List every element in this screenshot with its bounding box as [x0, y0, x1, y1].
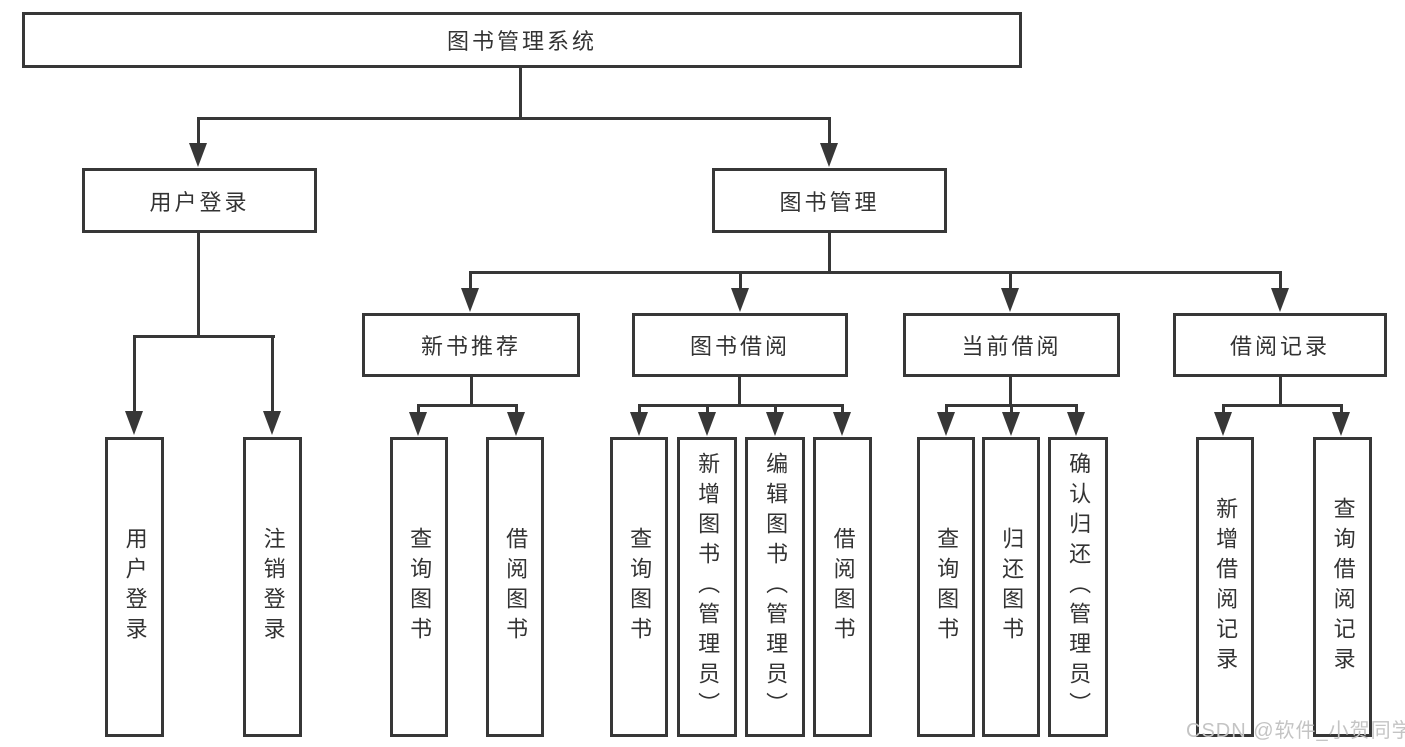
node-book-management-label: 图书管理: [779, 189, 880, 215]
node-label: 确认归还（管理员）: [1066, 452, 1092, 722]
connector-line: [133, 335, 275, 338]
node-current-borrowing: 当前借阅: [903, 313, 1120, 377]
node-query-books-current: 查询图书: [917, 437, 975, 737]
node-query-books-borrowing: 查询图书: [610, 437, 668, 737]
node-logout-login: 注销登录: [243, 437, 302, 737]
connector-line: [197, 117, 200, 145]
connector-line: [1222, 404, 1343, 407]
node-book-borrowing-label: 图书借阅: [689, 334, 790, 359]
connector-line: [739, 271, 742, 291]
node-label: 借阅图书: [830, 527, 856, 647]
node-add-borrow-record: 新增借阅记录: [1196, 437, 1254, 737]
arrow-down-icon: [937, 412, 955, 436]
connector-line: [197, 117, 831, 120]
connector-line: [1075, 404, 1078, 414]
node-query-books-recommend: 查询图书: [390, 437, 448, 737]
node-user-login-label: 用户登录: [149, 189, 250, 215]
connector-line: [638, 404, 641, 414]
connector-line: [470, 377, 473, 407]
arrow-down-icon: [766, 412, 784, 436]
node-edit-book-admin: 编辑图书（管理员）: [745, 437, 805, 737]
node-label: 编辑图书（管理员）: [763, 452, 789, 722]
arrow-down-icon: [1002, 412, 1020, 436]
connector-line: [638, 404, 843, 407]
arrow-down-icon: [833, 412, 851, 436]
node-borrow-books-borrowing: 借阅图书: [813, 437, 872, 737]
connector-line: [1279, 377, 1282, 407]
connector-line: [197, 233, 200, 337]
connector-line: [519, 68, 522, 118]
arrow-down-icon: [1332, 412, 1350, 436]
node-book-management: 图书管理: [712, 168, 947, 233]
arrow-down-icon: [1001, 288, 1019, 312]
node-confirm-return-admin: 确认归还（管理员）: [1048, 437, 1108, 737]
connector-line: [417, 404, 420, 414]
arrow-down-icon: [1067, 412, 1085, 436]
connector-line: [469, 271, 472, 291]
connector-line: [469, 271, 1282, 274]
node-label: 查询图书: [407, 527, 433, 647]
connector-line: [774, 404, 777, 414]
connector-line: [706, 404, 709, 414]
arrow-down-icon: [507, 412, 525, 436]
arrow-down-icon: [820, 143, 838, 167]
node-label: 用户登录: [122, 527, 148, 647]
connector-line: [945, 404, 948, 414]
connector-line: [417, 404, 518, 407]
node-library-system: 图书管理系统: [22, 12, 1022, 68]
node-query-borrow-record: 查询借阅记录: [1313, 437, 1372, 737]
connector-line: [1010, 404, 1013, 414]
node-label: 归还图书: [999, 527, 1025, 647]
connector-line: [1340, 404, 1343, 414]
node-label: 新增借阅记录: [1213, 497, 1239, 677]
connector-line: [828, 117, 831, 145]
node-user-login: 用户登录: [82, 168, 317, 233]
node-borrow-books-recommend: 借阅图书: [486, 437, 544, 737]
node-user-login-leaf: 用户登录: [105, 437, 164, 737]
node-label: 注销登录: [260, 527, 286, 647]
node-borrowing-records-label: 借阅记录: [1229, 334, 1330, 359]
node-return-book: 归还图书: [982, 437, 1040, 737]
node-label: 查询图书: [627, 527, 653, 647]
node-label: 借阅图书: [503, 527, 529, 647]
arrow-down-icon: [189, 143, 207, 167]
node-label: 查询图书: [934, 527, 960, 647]
node-borrowing-records: 借阅记录: [1173, 313, 1387, 377]
connector-line: [1279, 271, 1282, 291]
csdn-watermark: CSDN @软件_小贺同学: [1186, 720, 1405, 742]
connector-line: [1009, 271, 1012, 291]
arrow-down-icon: [1271, 288, 1289, 312]
connector-line: [1222, 404, 1225, 414]
arrow-down-icon: [461, 288, 479, 312]
node-label: 查询借阅记录: [1330, 497, 1356, 677]
connector-line: [271, 335, 274, 413]
connector-line: [841, 404, 844, 414]
node-new-book-recommendation-label: 新书推荐: [420, 334, 521, 359]
node-book-borrowing: 图书借阅: [632, 313, 848, 377]
node-add-book-admin: 新增图书（管理员）: [677, 437, 737, 737]
connector-line: [738, 377, 741, 407]
connector-line: [1009, 377, 1012, 407]
connector-line: [828, 233, 831, 274]
arrow-down-icon: [125, 411, 143, 435]
arrow-down-icon: [698, 412, 716, 436]
node-current-borrowing-label: 当前借阅: [961, 334, 1062, 359]
connector-line: [133, 335, 136, 413]
arrow-down-icon: [630, 412, 648, 436]
arrow-down-icon: [731, 288, 749, 312]
connector-line: [515, 404, 518, 414]
node-new-book-recommendation: 新书推荐: [362, 313, 580, 377]
arrow-down-icon: [1214, 412, 1232, 436]
node-library-system-label: 图书管理系统: [446, 29, 597, 54]
arrow-down-icon: [409, 412, 427, 436]
node-label: 新增图书（管理员）: [695, 452, 721, 722]
arrow-down-icon: [263, 411, 281, 435]
